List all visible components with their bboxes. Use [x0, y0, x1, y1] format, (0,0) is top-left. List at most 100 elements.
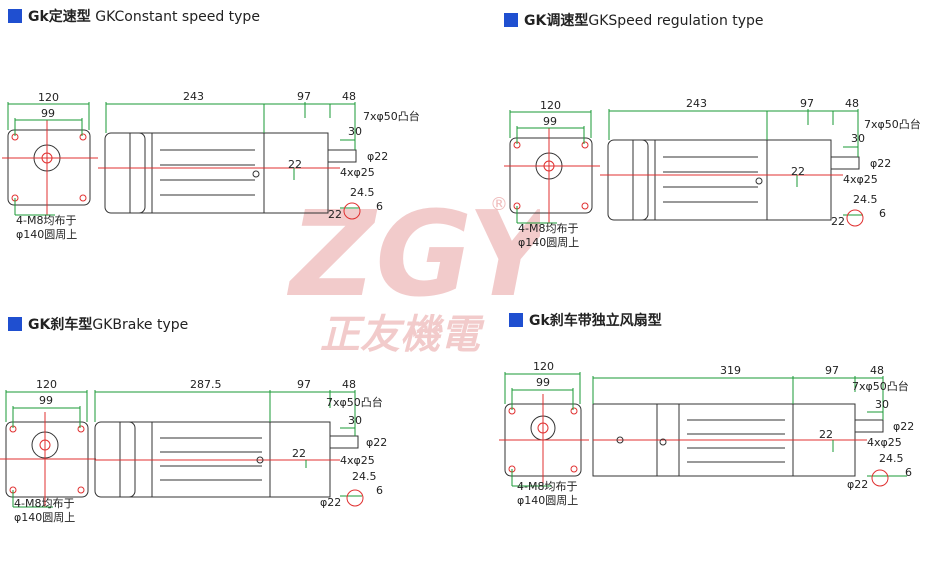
dim-mount-1: 4-M8均布于	[517, 480, 577, 493]
dim-key-height: 24.5	[853, 193, 878, 206]
title-square-icon	[504, 13, 518, 27]
dim-key-thickness: 6	[376, 484, 383, 497]
dim-mount-1: 4-M8均布于	[16, 214, 76, 227]
title-square-icon	[8, 9, 22, 23]
title-square-icon	[509, 313, 523, 327]
dim-face-bolt: 99	[543, 115, 557, 128]
dim-boss: 7xφ50凸台	[852, 379, 909, 393]
face-dims	[509, 110, 592, 224]
dim-shaft-diameter-2: φ22	[320, 496, 341, 509]
dim-key-width: 4xφ25	[340, 454, 375, 467]
dim-key-length: 30	[875, 398, 889, 411]
dim-face-width: 120	[540, 99, 561, 112]
face-dims	[5, 390, 88, 508]
dim-mount-2: φ140圆周上	[14, 511, 75, 524]
title-square-icon	[8, 317, 22, 331]
side-dims	[94, 390, 364, 507]
dim-shaft-diameter-2: φ22	[847, 478, 868, 491]
dim-mount-2: φ140圆周上	[16, 228, 77, 241]
dim-key-width: 4xφ25	[340, 166, 375, 179]
dim-gear-length: 97	[825, 364, 839, 377]
face-view	[499, 394, 589, 486]
dim-offset: 22	[791, 165, 805, 178]
dim-key-width: 4xφ25	[843, 173, 878, 186]
dim-boss: 7xφ50凸台	[864, 117, 921, 131]
dim-key-length: 30	[851, 132, 865, 145]
dim-shaft-diameter: φ22	[367, 150, 388, 163]
bolt-mark-2	[659, 438, 667, 446]
dim-mount-1: 4-M8均布于	[14, 497, 74, 510]
dim-body-length: 287.5	[190, 378, 222, 391]
title-rest: GKBrake type	[92, 317, 189, 333]
dim-shaft-length: 48	[342, 378, 356, 391]
dim-shaft-diameter: φ22	[893, 420, 914, 433]
dim-key-height: 24.5	[352, 470, 377, 483]
dim-shaft-length: 48	[342, 90, 356, 103]
dim-offset: 22	[292, 447, 306, 460]
panel-speed-regulation: GK调速型GKSpeed regulation type 120 99 4-M8…	[500, 0, 950, 285]
dim-mount-2: φ140圆周上	[517, 494, 578, 507]
side-dims	[592, 376, 907, 487]
dim-key-height: 24.5	[350, 186, 375, 199]
dim-boss: 7xφ50凸台	[326, 395, 383, 409]
dim-boss: 7xφ50凸台	[363, 109, 420, 123]
dim-key-length: 30	[348, 125, 362, 138]
dim-shaft-diameter-2: 22	[328, 208, 342, 221]
dim-body-length: 243	[183, 90, 204, 103]
drawing: 120 99 4-M8均布于 φ140圆周上	[504, 97, 921, 249]
side-view	[104, 132, 357, 214]
face-view	[0, 412, 96, 507]
dim-face-bolt: 99	[536, 376, 550, 389]
side-dims	[105, 102, 361, 220]
drawing: 120 99 4-M8均布于 φ140圆周上 287.	[0, 378, 387, 524]
side-view	[607, 139, 860, 221]
face-view	[2, 120, 98, 215]
dim-key-width: 4xφ25	[867, 436, 902, 449]
dim-mount-2: φ140圆周上	[518, 236, 579, 249]
title-bold: GK刹车型	[28, 317, 93, 333]
dim-key-thickness: 6	[905, 466, 912, 479]
dim-offset: 22	[288, 158, 302, 171]
dim-gear-length: 97	[297, 90, 311, 103]
dim-key-length: 30	[348, 414, 362, 427]
dim-shaft-length: 48	[845, 97, 859, 110]
face-dims	[7, 102, 90, 216]
dim-shaft-diameter-2: 22	[831, 215, 845, 228]
panel-title: Gk定速型 GKConstant speed type	[8, 6, 260, 26]
dim-key-thickness: 6	[879, 207, 886, 220]
dim-face-width: 120	[38, 91, 59, 104]
panel-brake-fan: Gk刹车带独立风扇型 120 99 4-M8均布于 φ140圆周上	[495, 300, 950, 570]
drawing: 120 99 4-M8均布于 φ140圆周上	[2, 90, 420, 241]
bolt-mark	[256, 456, 264, 464]
dim-face-width: 120	[533, 360, 554, 373]
title-rest: GKConstant speed type	[90, 9, 260, 25]
dim-shaft-length: 48	[870, 364, 884, 377]
dim-mount-1: 4-M8均布于	[518, 222, 578, 235]
dim-gear-length: 97	[800, 97, 814, 110]
panel-title: Gk刹车带独立风扇型	[509, 310, 662, 330]
dim-gear-length: 97	[297, 378, 311, 391]
bolt-mark	[616, 436, 624, 444]
face-dims	[504, 372, 581, 487]
bolt-mark	[252, 170, 260, 178]
bolt-mark	[755, 177, 763, 185]
dim-body-length: 243	[686, 97, 707, 110]
panel-title: GK刹车型GKBrake type	[8, 314, 188, 334]
title-bold: GK调速型	[524, 13, 589, 29]
dim-shaft-diameter: φ22	[366, 436, 387, 449]
dim-offset: 22	[819, 428, 833, 441]
panel-title: GK调速型GKSpeed regulation type	[504, 10, 764, 30]
dim-shaft-diameter: φ22	[870, 157, 891, 170]
side-dims	[608, 109, 864, 227]
dim-face-bolt: 99	[41, 107, 55, 120]
title-bold: Gk定速型	[28, 9, 91, 25]
panel-brake: GK刹车型GKBrake type 120 99 4-M8均布于 φ140圆周	[0, 300, 480, 570]
face-view	[504, 128, 600, 223]
dim-key-thickness: 6	[376, 200, 383, 213]
dim-face-width: 120	[36, 378, 57, 391]
dim-body-length: 319	[720, 364, 741, 377]
panel-constant-speed: Gk定速型 GKConstant speed type 120 99	[0, 0, 480, 285]
drawing: 120 99 4-M8均布于 φ140圆周上	[499, 360, 914, 507]
dim-face-bolt: 99	[39, 394, 53, 407]
title-bold: Gk刹车带独立风扇型	[529, 313, 662, 329]
